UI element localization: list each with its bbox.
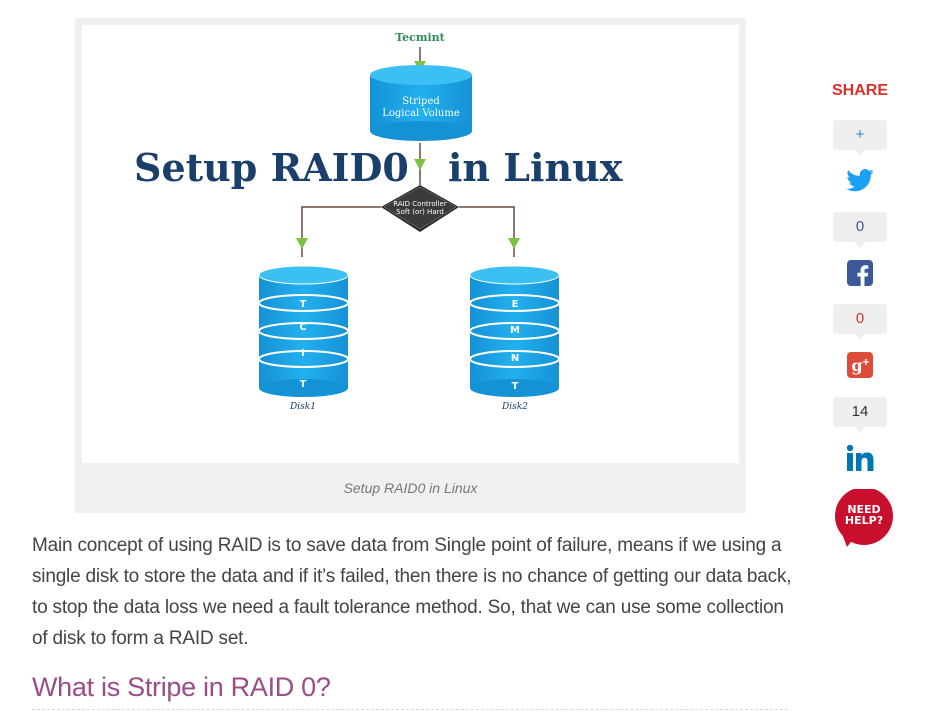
watermark-text: Tecmint: [395, 31, 445, 44]
need-help-line2: HELP?: [845, 514, 883, 527]
need-help-button[interactable]: NEED HELP?: [833, 487, 893, 549]
raid0-diagram: Tecmint Striped Logical Volume Setup RAI…: [134, 31, 623, 412]
article-paragraph: Main concept of using RAID is to save da…: [32, 535, 792, 649]
svg-text:+: +: [862, 357, 870, 368]
article-figure: Tecmint Striped Logical Volume Setup RAI…: [75, 18, 746, 513]
disk2-letter: T: [512, 381, 519, 392]
twitter-count: +: [833, 120, 887, 156]
arrow-icon: [296, 238, 308, 249]
disk1-letter: C: [299, 322, 306, 333]
raid0-diagram-image[interactable]: Tecmint Striped Logical Volume Setup RAI…: [82, 25, 739, 463]
disk2-stack: E M N T Disk2: [469, 265, 560, 412]
diagram-title: Setup RAID0: [134, 145, 409, 190]
svg-text:g: g: [851, 356, 862, 375]
disk2-label: Disk2: [501, 402, 528, 412]
disk2-letter: N: [511, 353, 519, 364]
heading-divider: [32, 709, 788, 710]
twitter-share-button[interactable]: [845, 166, 875, 196]
twitter-icon: [846, 169, 874, 192]
volume-label-2: Logical Volume: [382, 108, 460, 119]
section-heading: What is Stripe in RAID 0?: [32, 672, 331, 702]
linkedin-share-button[interactable]: [845, 443, 875, 473]
linkedin-icon: [846, 444, 874, 471]
controller-label-1: RAID Controller: [393, 200, 447, 208]
google-plus-share-button[interactable]: g +: [845, 350, 875, 380]
controller-label-2: Soft (or) Hard: [396, 208, 444, 216]
disk1-label: Disk1: [289, 402, 316, 412]
need-help-badge-icon: NEED HELP?: [835, 487, 893, 547]
google-plus-icon: g +: [847, 352, 873, 378]
facebook-icon: [847, 260, 873, 286]
disk1-stack: T C I T Disk1: [258, 265, 349, 412]
need-help-line1: NEED: [847, 503, 880, 516]
google-plus-count: 0: [833, 304, 887, 340]
disk1-letter: I: [301, 348, 305, 359]
arrow-icon: [414, 159, 426, 170]
arrow-icon: [508, 238, 520, 249]
disk1-letter: T: [300, 379, 307, 390]
striped-volume-cylinder: Striped Logical Volume: [370, 65, 472, 141]
disk2-letter: E: [512, 299, 519, 310]
linkedin-count: 14: [833, 397, 887, 433]
share-title: SHARE: [832, 82, 889, 99]
figure-caption: Setup RAID0 in Linux: [343, 480, 478, 496]
facebook-count: 0: [833, 212, 887, 248]
volume-label-1: Striped: [402, 96, 440, 107]
diagram-title-suffix: in Linux: [448, 145, 623, 190]
facebook-share-button[interactable]: [845, 258, 875, 288]
disk2-letter: M: [510, 325, 520, 336]
disk1-letter: T: [300, 299, 307, 310]
raid-controller-chip: RAID Controller Soft (or) Hard: [381, 185, 459, 232]
